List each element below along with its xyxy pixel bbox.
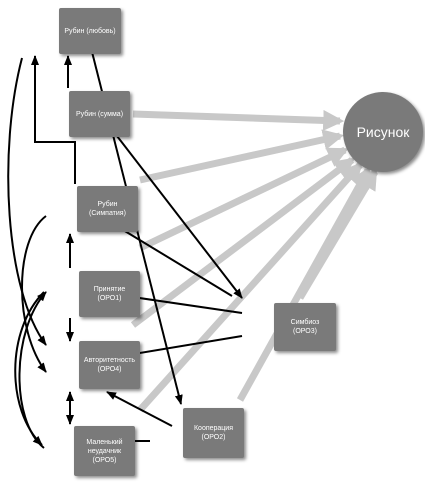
curve-acceptance-to-loser <box>14 291 45 446</box>
node-rubin-sum-label: Рубин (сумма) <box>75 110 124 118</box>
node-rubin-sum: Рубин (сумма) <box>69 91 130 137</box>
node-drawing: Рисунок <box>343 92 423 172</box>
gray-arrow-sum-to-drawing <box>132 109 345 131</box>
gray-arrow-sym-to-drawing <box>139 129 345 184</box>
node-acceptance: Принятие (ОРО1) <box>79 271 140 317</box>
curve-love-to-authority <box>7 57 47 346</box>
gray-arrow-symbiosis-to-drawing <box>296 168 379 300</box>
node-symbiosis: Симбиоз (ОРО3) <box>274 303 336 351</box>
node-rubin-love: Рубин (любовь) <box>59 8 121 54</box>
node-cooperation: Кооперация (ОРО2) <box>183 408 244 458</box>
node-authority: Авторитетность (ОРО4) <box>79 341 140 389</box>
arrow-sum-to-symbiosis <box>99 113 243 299</box>
node-acceptance-line1: Принятие <box>93 286 126 293</box>
node-little-loser-line2: неудачник <box>87 447 122 455</box>
node-cooperation-line2: (ОРО2) <box>201 434 226 441</box>
arrow-symbiosis-to-sym <box>109 221 233 297</box>
node-little-loser-line3: (ОРО5) <box>92 456 117 464</box>
gray-arrow-loser-to-drawing <box>137 161 363 413</box>
gray-arrows <box>130 109 379 413</box>
node-rubin-sympathy-line1: Рубин <box>97 201 118 208</box>
node-authority-line2: (ОРО4) <box>97 366 122 373</box>
node-cooperation-line1: Кооперация <box>193 425 234 432</box>
node-rubin-sympathy: Рубин (Симпатия) <box>77 186 138 232</box>
gray-arrow-authority-to-drawing <box>130 157 356 328</box>
node-rubin-love-label: Рубин (любовь) <box>64 27 116 35</box>
arrow-sym-to-love <box>31 55 76 184</box>
gray-arrow-acceptance-to-drawing <box>138 146 349 252</box>
node-rubin-sympathy-line2: (Симпатия) <box>89 210 126 217</box>
arrow-cooperation-to-authority <box>106 391 173 427</box>
curve-sym-to-authority <box>21 215 47 373</box>
node-little-loser-line1: Маленький <box>86 438 123 446</box>
node-symbiosis-line1: Симбиоз <box>290 319 320 326</box>
node-symbiosis-line2: (ОРО3) <box>293 328 317 335</box>
node-authority-line1: Авторитетность <box>83 357 136 364</box>
node-drawing-label: Рисунок <box>356 124 410 140</box>
node-acceptance-line2: (ОРО1) <box>97 295 122 302</box>
node-little-loser: Маленький неудачник (ОРО5) <box>74 426 135 476</box>
